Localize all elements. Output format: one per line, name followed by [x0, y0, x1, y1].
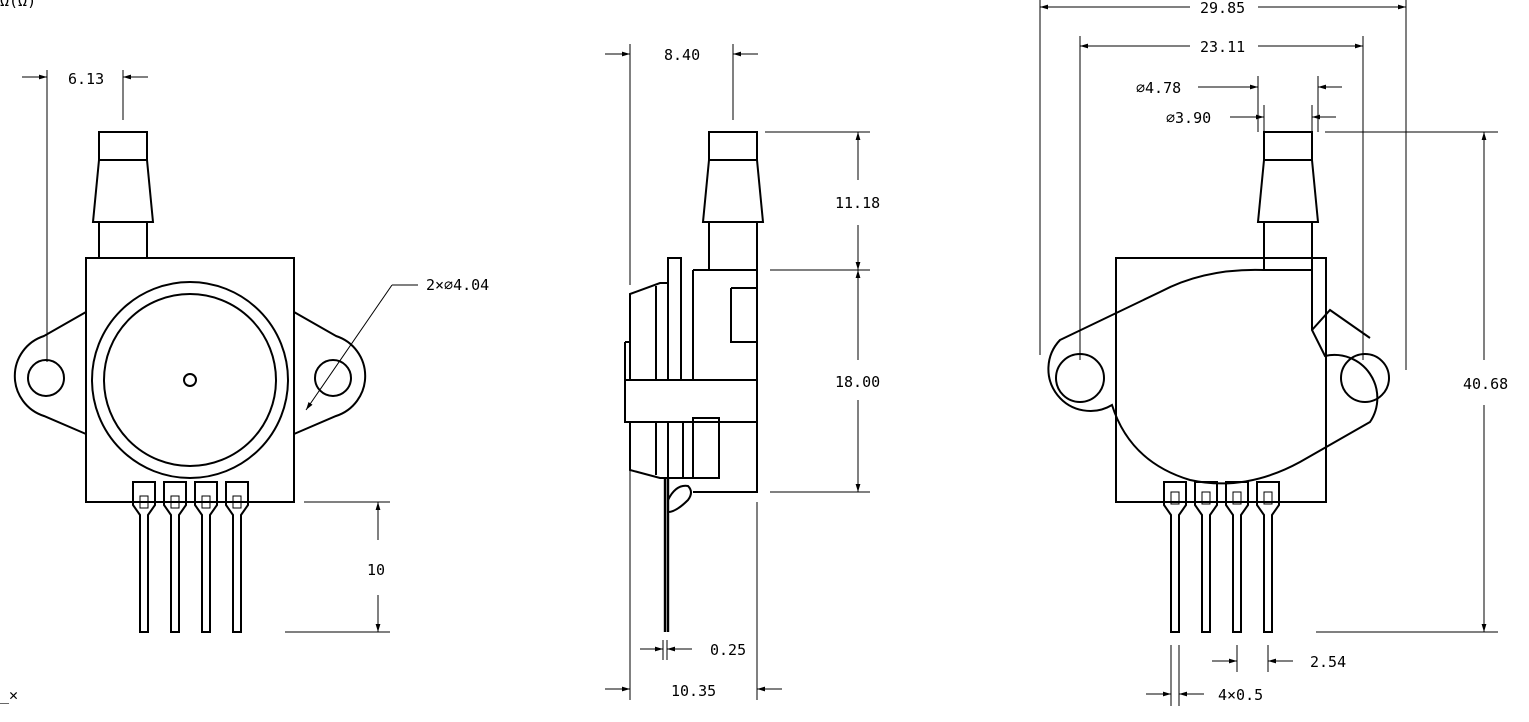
- rear-port-barb: [1256, 159, 1320, 223]
- front-pins: [132, 481, 249, 633]
- front-diaphragm-outer: [91, 281, 289, 479]
- front-hole-left: [27, 359, 65, 397]
- side-port-tip: [708, 131, 758, 161]
- dim-pin-width: 4×0.5: [1218, 686, 1263, 704]
- front-port-barb: [91, 159, 155, 223]
- rear-port-tip: [1263, 131, 1313, 161]
- dim-port-outer-dia: ∅4.78: [1136, 79, 1181, 97]
- dim-port-inner-dia: ∅3.90: [1166, 109, 1211, 127]
- dim-port-height: 11.18: [835, 194, 880, 212]
- front-body: [85, 257, 295, 503]
- side-port-barb: [701, 159, 765, 223]
- dim-side-port: 8.40: [664, 46, 700, 64]
- dim-front-offset: 6.13: [68, 70, 104, 88]
- front-view: 6.13 2×∅4.04 10: [13, 70, 489, 633]
- front-port-stem: [98, 221, 148, 259]
- dim-overall-height: 40.68: [1463, 375, 1508, 393]
- side-pin: [663, 478, 670, 632]
- front-port-tip: [98, 131, 148, 161]
- front-diaphragm-inner: [103, 293, 277, 467]
- side-view: 8.40 11.18 18.00 10.35 0.25: [605, 44, 880, 700]
- front-vent: [183, 373, 197, 387]
- front-flange: [13, 311, 367, 435]
- rear-port-stem: [1263, 221, 1313, 271]
- rear-hole-left: [1055, 353, 1105, 403]
- dim-hole-spacing: 23.11: [1200, 38, 1245, 56]
- side-mid-band: [624, 379, 758, 423]
- corner-mark-bottom-left: _✕: [0, 686, 18, 704]
- rear-view: 29.85 23.11 ∅4.78 ∅3.90 40.68 2.54 4×0.5: [1039, 0, 1508, 706]
- front-hole-right: [314, 359, 352, 397]
- rear-pins: [1163, 481, 1280, 633]
- rear-body: [1115, 257, 1327, 503]
- side-ridge: [667, 257, 682, 381]
- side-port-stem: [708, 221, 758, 271]
- side-cap: [629, 270, 694, 381]
- corner-mark-top-left: Ω(Ω): [0, 0, 36, 10]
- dim-pin-length: 10: [367, 561, 385, 579]
- dim-body-height: 18.00: [835, 373, 880, 391]
- dim-overall-depth: 10.35: [671, 682, 716, 700]
- rear-case: [1047, 268, 1379, 485]
- dim-pin-pitch: 2.54: [1310, 653, 1346, 671]
- dim-mount-holes: 2×∅4.04: [426, 276, 489, 294]
- rear-hole-right: [1340, 353, 1390, 403]
- dim-pin-thickness: 0.25: [710, 641, 746, 659]
- dim-overall-width: 29.85: [1200, 0, 1245, 17]
